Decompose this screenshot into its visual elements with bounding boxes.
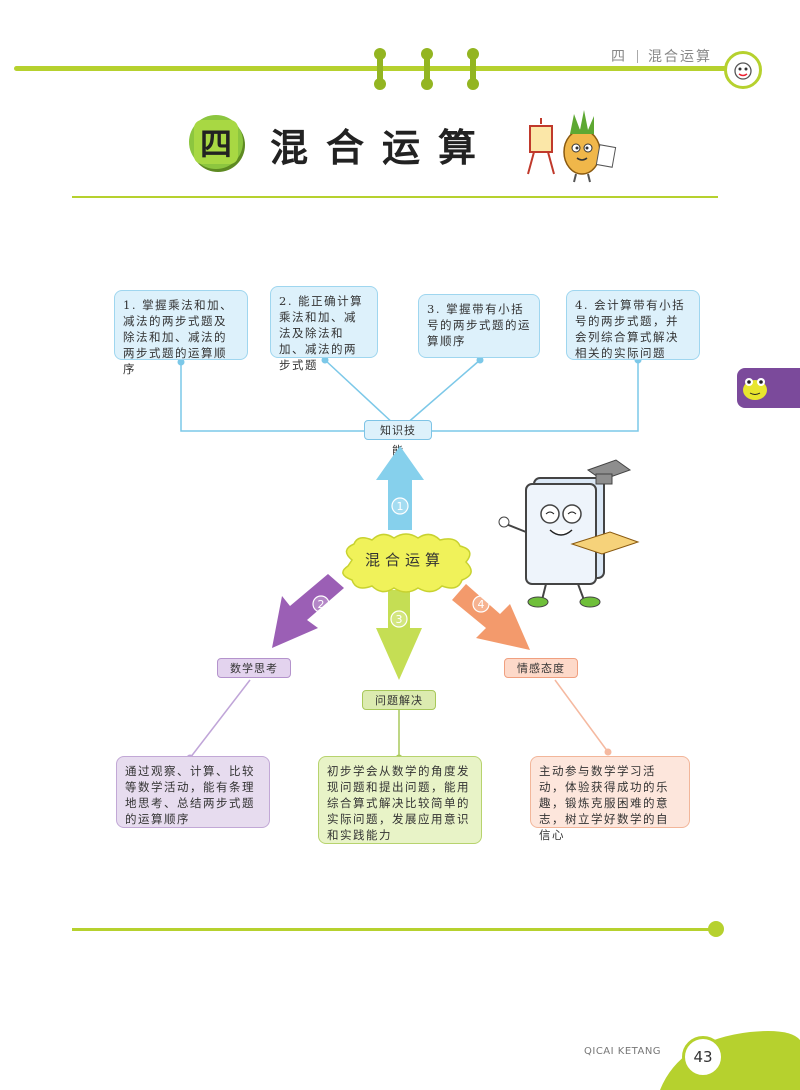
footer-rule-dot — [708, 921, 724, 937]
binder-pin — [421, 48, 433, 90]
header-rule — [14, 66, 730, 71]
knowledge-item-1: 1. 掌握乘法和加、减法的两步式题及除法和加、减法的两步式题的运算顺序 — [114, 290, 248, 376]
center-cloud — [342, 533, 472, 593]
arrow-2-label: 2 — [318, 598, 325, 611]
running-header: 四 混合运算 — [611, 46, 712, 66]
chapter-badge: 四 — [189, 115, 243, 169]
math-thinking-box: 通过观察、计算、比较等数学活动，能有条理地思考、总结两步式题的运算顺序 — [116, 756, 270, 828]
arrow-1 — [376, 446, 424, 530]
arrow-4 — [452, 584, 530, 650]
frog-icon — [743, 378, 767, 400]
attitude-box: 主动参与数学学习活动，体验获得成功的乐趣，锻炼克服困难的意志，树立学好数学的自信… — [530, 756, 690, 842]
attitude-tag: 情感态度 — [504, 658, 578, 678]
arrow-4-label: 4 — [478, 598, 485, 611]
chapter-title: 混合运算 — [648, 49, 712, 65]
knowledge-item-2: 2. 能正确计算乘法和加、减法及除法和加、减法的两步式题 — [270, 286, 378, 372]
book-mascot-icon — [498, 459, 640, 608]
math-thinking-tag: 数学思考 — [217, 658, 291, 678]
mascot-badge-icon — [724, 51, 762, 89]
problem-solving-tag: 问题解决 — [362, 690, 436, 710]
knowledge-skills-tag: 知识技能 — [364, 420, 432, 457]
footer-rule — [72, 928, 718, 931]
binder-pin — [467, 48, 479, 90]
center-topic: 混合运算 — [364, 551, 445, 569]
arrow-3-label: 3 — [396, 613, 403, 626]
knowledge-item-4: 4. 会计算带有小括号的两步式题，并会列综合算式解决相关的实际问题 — [566, 290, 700, 360]
problem-solving-box: 初步学会从数学的角度发现问题和提出问题，能用综合算式解决比较简单的实际问题，发展… — [318, 756, 482, 844]
page-title: 混合运算 — [270, 126, 495, 170]
pineapple-painter-icon — [527, 110, 617, 183]
title-divider — [72, 196, 718, 198]
side-tab — [737, 368, 800, 408]
arrow-3 — [376, 590, 422, 680]
knowledge-item-3: 3. 掌握带有小括号的两步式题的运算顺序 — [418, 294, 540, 358]
arrow-2 — [272, 574, 344, 648]
page-number: 43 — [682, 1036, 724, 1078]
corner-leaf-icon — [660, 1031, 800, 1090]
chapter-number: 四 — [611, 49, 627, 65]
series-name: QICAI KETANG — [584, 1046, 662, 1057]
arrow-1-label: 1 — [397, 500, 404, 513]
binder-pin — [374, 48, 386, 90]
